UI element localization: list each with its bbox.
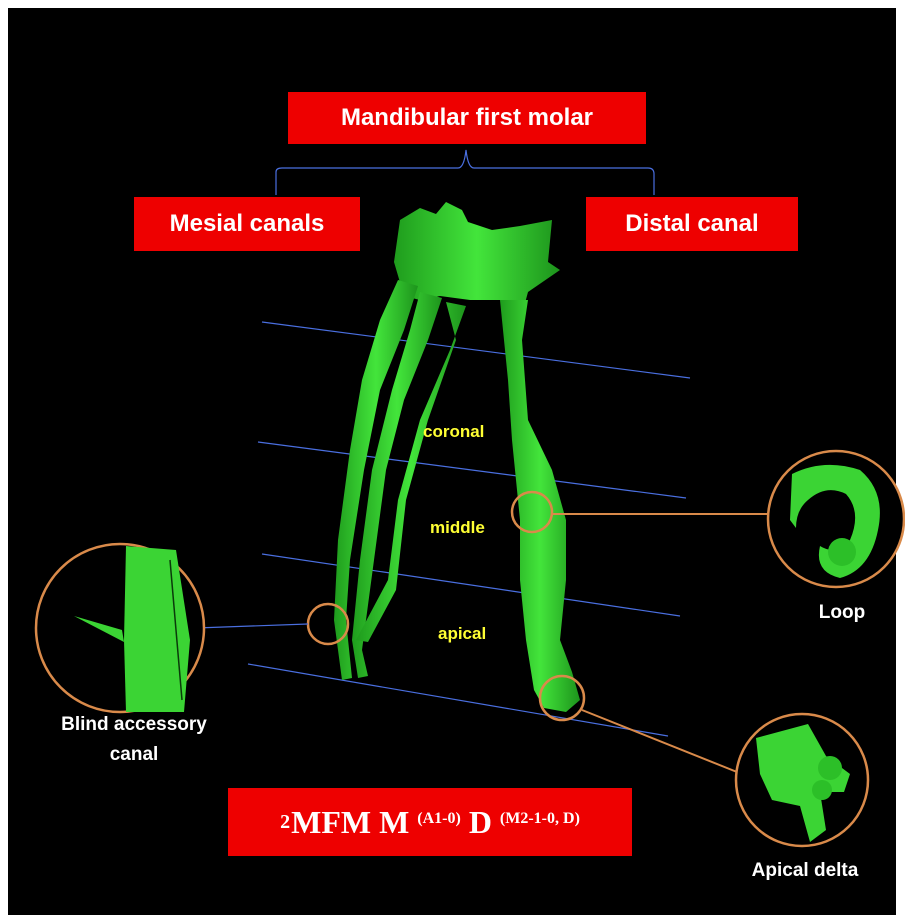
blind-accessory-caption-line2: canal — [44, 744, 224, 766]
middle-label: middle — [430, 518, 485, 538]
title-label: Mandibular first molar — [288, 92, 646, 144]
apical-delta-connector — [582, 710, 742, 774]
distal-canal-label: Distal canal — [586, 197, 798, 251]
division-line-4 — [248, 664, 668, 736]
formula-distal-sup: (M2-1-0, D) — [500, 810, 580, 828]
division-line-1 — [262, 322, 690, 378]
formula-mesial-sup: (A1-0) — [417, 810, 461, 828]
loop-zoom — [768, 451, 904, 587]
formula-distal-letter: D — [469, 804, 492, 841]
blind-accessory-zoom — [36, 544, 204, 712]
hierarchy-brace — [276, 150, 654, 195]
formula-prefix: 2 — [280, 811, 290, 834]
mesial-canal-2 — [352, 292, 442, 678]
coronal-label: coronal — [423, 422, 484, 442]
apical-label: apical — [438, 624, 486, 644]
mesial-canals-label: Mesial canals — [134, 197, 360, 251]
loop-caption: Loop — [806, 602, 878, 624]
blind-accessory-caption-line1: Blind accessory — [44, 714, 224, 736]
apical-delta-zoom — [736, 714, 868, 846]
blind-canal-connector — [196, 624, 308, 628]
apical-delta-caption: Apical delta — [730, 860, 880, 882]
division-line-2 — [258, 442, 686, 498]
division-line-3 — [262, 554, 680, 616]
formula-main: MFM M — [291, 804, 409, 841]
